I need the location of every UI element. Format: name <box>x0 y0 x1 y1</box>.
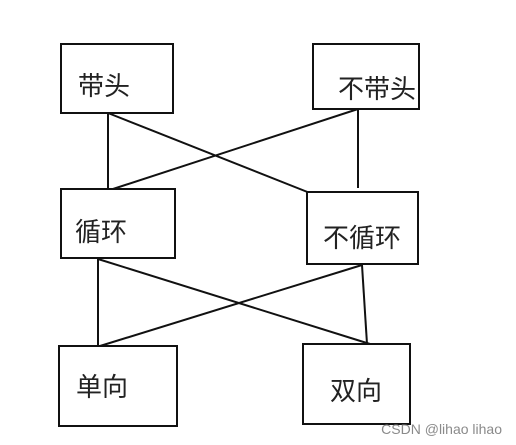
node-with-head: 带头 <box>60 43 174 114</box>
watermark: CSDN @lihao lihao <box>381 421 502 437</box>
node-no-head: 不带头 <box>312 43 420 110</box>
edge-non-circular-to-doubly <box>361 264 368 345</box>
node-non-circular: 不循环 <box>306 191 419 265</box>
edge-circular-to-doubly <box>97 258 371 345</box>
edge-non-circular-to-singly <box>99 264 363 347</box>
node-non-circular-label: 不循环 <box>323 224 402 254</box>
node-circular-label: 循环 <box>75 218 128 248</box>
node-singly: 单向 <box>58 345 178 427</box>
node-no-head-label: 不带头 <box>338 75 417 105</box>
node-with-head-label: 带头 <box>78 72 131 102</box>
node-circular: 循环 <box>60 188 176 259</box>
node-doubly-label: 双向 <box>330 377 383 407</box>
node-singly-label: 单向 <box>76 373 129 403</box>
edge-with-head-to-non-circular <box>107 112 311 194</box>
node-doubly: 双向 <box>302 343 411 425</box>
edge-no-head-to-circular <box>112 108 359 190</box>
